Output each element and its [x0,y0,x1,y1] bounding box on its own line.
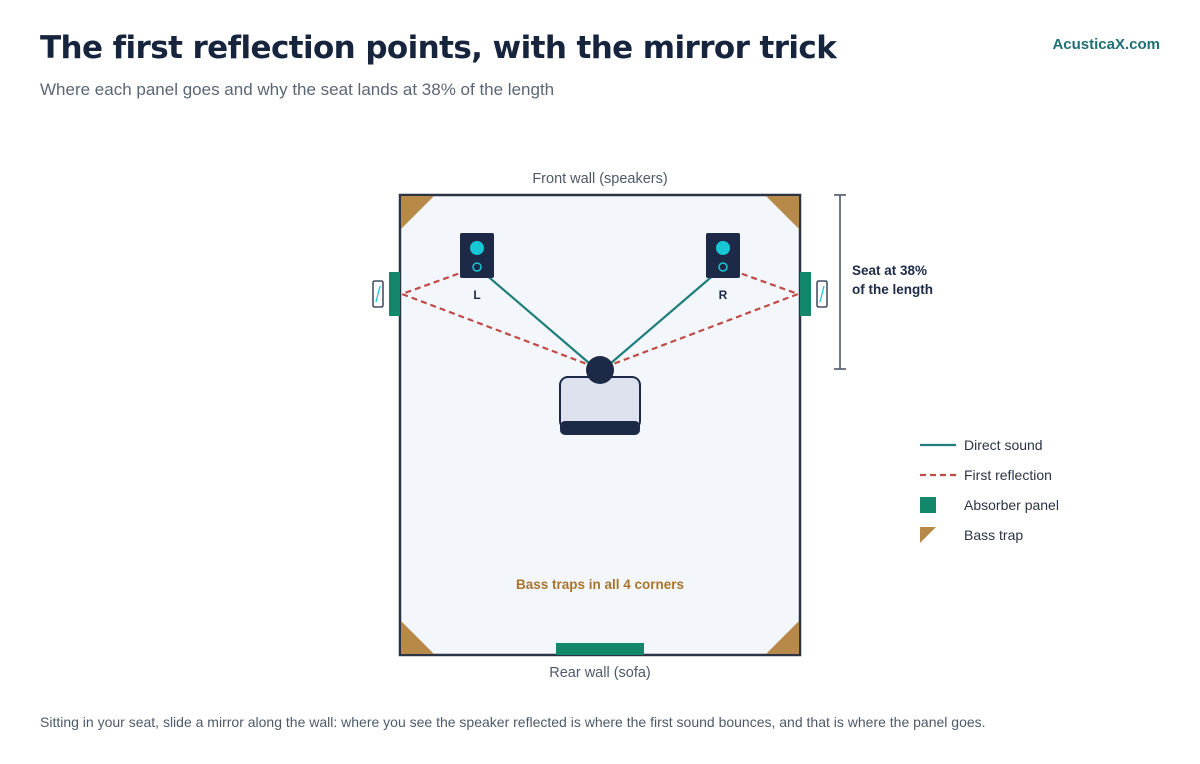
sofa-icon [559,376,641,435]
direct-sound-paths [476,266,724,370]
bass-trap-icon [401,196,434,229]
speaker-left-label: L [473,288,480,302]
page-subtitle: Where each panel goes and why the seat l… [40,80,555,99]
woofer-icon [472,262,482,272]
bass-trap-icon [766,621,799,654]
brand-logo-text[interactable]: AcusticaX.com [1052,36,1160,53]
corner-note: Bass traps in all 4 corners [516,577,684,592]
legend-item-bass-trap: Bass trap [964,527,1023,543]
listener-head-icon [586,356,614,384]
absorber-panel-right [800,272,811,316]
absorber-panel-left [389,272,400,316]
bass-trap-icon [766,196,799,229]
page-title: The first reflection points, with the mi… [40,30,837,66]
seat-dimension-bracket [834,194,846,370]
corner-triangle-icon [920,527,936,543]
mirror-icon [372,280,384,308]
green-square-icon [920,497,936,513]
legend-item-absorber: Absorber panel [964,497,1059,513]
mirror-icon [816,280,828,308]
speaker-left [460,233,494,278]
woofer-icon [718,262,728,272]
absorber-panel-rear [556,643,644,655]
speaker-right [706,233,740,278]
legend-item-direct: Direct sound [964,437,1043,453]
tweeter-icon [470,241,484,255]
front-wall-label: Front wall (speakers) [532,171,667,187]
bass-trap-icon [401,621,434,654]
legend: Direct sound First reflection Absorber p… [920,437,1059,543]
legend-item-reflection: First reflection [964,467,1052,483]
footer-note: Sitting in your seat, slide a mirror alo… [40,714,986,730]
seat-position-label: Seat at 38% of the length [852,263,933,297]
rear-wall-label: Rear wall (sofa) [549,665,651,681]
speaker-right-label: R [719,288,728,302]
first-reflection-paths [398,265,802,371]
tweeter-icon [716,241,730,255]
